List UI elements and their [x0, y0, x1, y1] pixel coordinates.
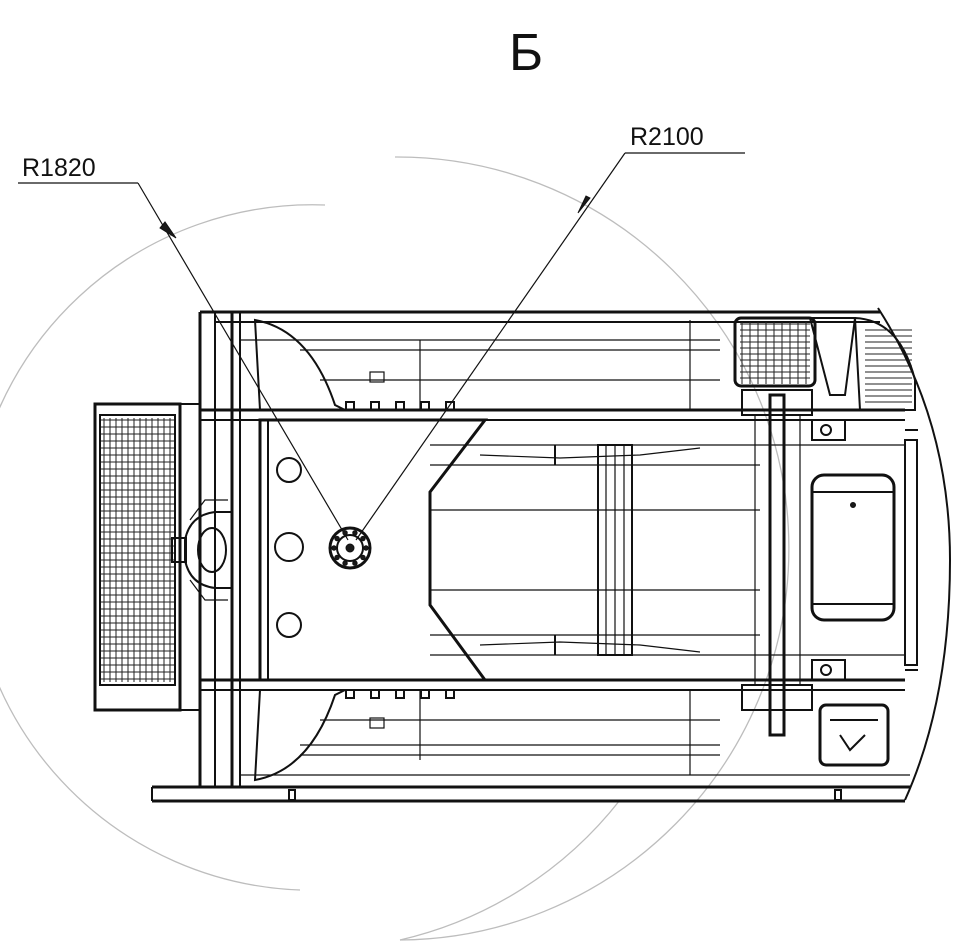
rear-wheel-top	[733, 316, 916, 411]
rear-axle	[741, 389, 813, 737]
view-boundary	[877, 307, 952, 801]
outer-radius-arc	[394, 156, 790, 941]
cross-members	[479, 444, 701, 656]
inner-radius-arc	[0, 204, 326, 891]
rear-wheel-bottom	[818, 703, 890, 767]
dimension-leader-r1820: R1820	[18, 154, 349, 541]
front-grille	[93, 402, 200, 712]
spring-shackles	[811, 419, 846, 681]
dimension-leader-r2100: R2100	[355, 123, 745, 541]
turning-radius-arcs	[0, 156, 790, 941]
tow-hitch	[171, 499, 233, 601]
chassis	[151, 310, 910, 803]
outer-radius-arc-tail	[399, 799, 621, 941]
air-tank	[810, 473, 896, 622]
view-label: Б	[509, 24, 543, 82]
dimension-r1820: R1820	[22, 154, 96, 182]
fenders	[253, 318, 385, 782]
turntable-plate	[258, 401, 489, 699]
dimension-r2100: R2100	[630, 123, 704, 151]
